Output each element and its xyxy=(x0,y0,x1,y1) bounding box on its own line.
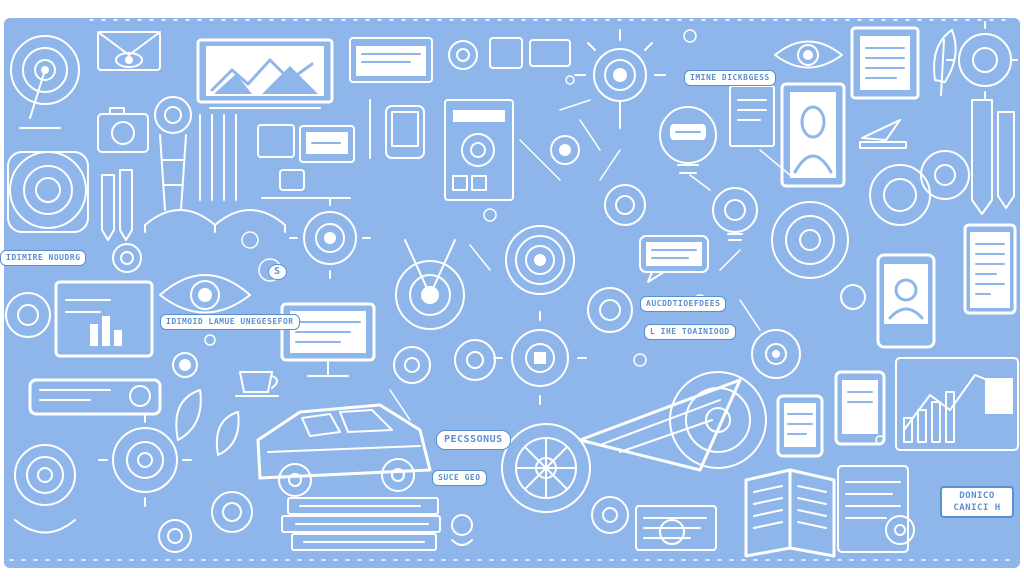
gear-icon xyxy=(289,197,371,279)
idea-bulb-icon xyxy=(604,184,646,226)
bottom-right-sign-line2: CANICI H xyxy=(953,503,1001,513)
gear-icon xyxy=(869,150,970,226)
gear-icon xyxy=(7,151,89,233)
target-icon xyxy=(10,35,80,129)
gear-icon xyxy=(591,496,685,545)
target-icon xyxy=(505,225,575,295)
envelope-eye-icon xyxy=(97,31,161,71)
target-icon xyxy=(574,29,666,129)
tablet-icon xyxy=(776,394,824,458)
gear-icon xyxy=(172,352,198,378)
gear-icon xyxy=(448,37,571,70)
target-icon xyxy=(587,287,633,333)
document-icon xyxy=(635,505,717,551)
paper-plane-icon xyxy=(578,378,742,472)
speech-bubble-icon xyxy=(28,378,162,416)
speech-bubble-icon xyxy=(639,235,709,283)
gear-icon xyxy=(5,292,51,338)
eye-icon xyxy=(159,274,251,314)
gear-icon xyxy=(98,413,192,507)
mountain-chart-icon xyxy=(196,38,334,109)
gear-icon xyxy=(501,423,591,513)
leaf-icon xyxy=(933,29,957,96)
bar-chart-icon xyxy=(54,280,154,358)
eye-icon xyxy=(774,40,843,69)
presentation-badge: PECSSONUS xyxy=(436,430,511,450)
left-banner: IDIMIRE NOUDRG xyxy=(0,250,87,266)
idea-bulb-icon xyxy=(712,187,758,241)
target-icon xyxy=(493,311,587,405)
bar-chart-icon xyxy=(257,124,355,199)
browser-window-icon xyxy=(349,37,433,83)
car-icon xyxy=(256,403,432,497)
top-right-banner: IMINE DICKBGESS xyxy=(684,70,776,86)
open-book-icon xyxy=(744,468,836,558)
smartphone-icon xyxy=(834,370,886,446)
speech-bubble-icon xyxy=(659,106,717,174)
leaf-icon xyxy=(175,389,240,456)
coffee-cup-icon xyxy=(235,371,279,397)
document-icon xyxy=(729,85,775,147)
document-icon xyxy=(850,26,920,100)
gear-icon xyxy=(395,239,465,330)
paper-plane-icon xyxy=(859,119,907,149)
center-left-banner: IDIMOID LAMUE UNEGESEFOR xyxy=(160,314,300,330)
gear-icon xyxy=(751,284,866,379)
bottom-right-sign-line1: DONICO xyxy=(959,491,995,501)
center-right-banner-1: AUCDDTIOEFDEES xyxy=(640,296,727,312)
gear-icon xyxy=(112,243,142,273)
browser-window-icon xyxy=(837,465,909,553)
camera-icon xyxy=(550,135,580,165)
bottom-right-sign: DONICO CANICI H xyxy=(940,486,1014,518)
tablet-icon xyxy=(369,99,425,159)
small-tile-badge: S xyxy=(268,264,287,280)
open-book-icon xyxy=(144,209,286,233)
monitor-icon xyxy=(280,302,376,377)
gear-icon xyxy=(669,371,767,469)
smartphone-icon xyxy=(876,253,936,349)
gear-icon xyxy=(393,339,496,384)
magnifier-icon xyxy=(158,491,253,553)
gear-icon xyxy=(885,515,915,545)
pencil-icon xyxy=(971,99,1015,215)
trophy-icon xyxy=(451,514,473,546)
small-badge: SUCE GEO xyxy=(432,470,487,486)
stack-of-books-icon xyxy=(281,497,441,551)
center-right-banner-2: L IHE TOAINIOOD xyxy=(644,324,736,340)
camera-icon xyxy=(97,107,149,153)
gear-icon xyxy=(946,21,1018,99)
bar-chart-icon xyxy=(895,357,1019,451)
gear-icon xyxy=(771,201,849,279)
portrait-frame-icon xyxy=(780,82,846,188)
pencil-icon xyxy=(101,114,237,241)
document-icon xyxy=(444,99,514,201)
target-icon xyxy=(14,444,76,534)
idea-bulb-icon xyxy=(154,96,192,211)
document-icon xyxy=(963,223,1017,315)
